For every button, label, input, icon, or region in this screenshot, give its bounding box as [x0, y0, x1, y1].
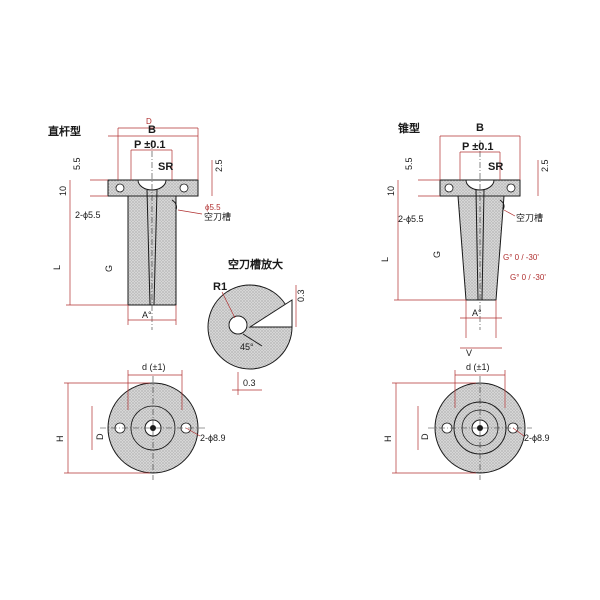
straight-P-label: P ±0.1: [134, 139, 166, 151]
straight-phi55-label: ϕ5.5: [205, 203, 221, 212]
detail-0-3-bottom: 0.3: [243, 378, 256, 388]
straight-A-label: A°: [142, 310, 152, 320]
straight-G-label: G: [104, 265, 114, 272]
tapered-A-label: A°: [472, 308, 482, 318]
tapered-bottom-A-label: d (±1): [466, 362, 489, 372]
tapered-Gtol2-label: G° 0 / -30': [510, 273, 546, 282]
tapered-title: 锥型: [398, 121, 420, 135]
straight-title: 直杆型: [48, 124, 81, 138]
tapered-H-label: H: [383, 436, 393, 443]
straight-bottom-hole-label: 2-ϕ8.9: [200, 433, 226, 443]
straight-bottom-D-label: D: [95, 433, 105, 440]
tapered-bottom-D-label: D: [420, 433, 430, 440]
tapered-G-label: G: [432, 251, 442, 258]
tapered-L-label: L: [380, 257, 390, 262]
tapered-P-label: P ±0.1: [462, 141, 494, 153]
straight-groove-label: 空刀槽: [204, 211, 231, 222]
tapered-hole-note: 2-ϕ5.5: [398, 214, 424, 224]
straight-B-label: B: [148, 124, 156, 136]
tapered-2-5-label: 2.5: [540, 159, 550, 172]
straight-2-5-label: 2.5: [214, 159, 224, 172]
straight-D-label: D: [146, 117, 152, 126]
detail-angle-label: 45°: [240, 342, 254, 352]
tapered-SR-label: SR: [488, 161, 503, 173]
tapered-Gtol-label: G° 0 / -30': [503, 253, 539, 262]
straight-bottom-A-label: d (±1): [142, 362, 165, 372]
tapered-groove-label: 空刀槽: [516, 212, 543, 223]
straight-bottom-view: d (±1) H D 2-ϕ8.9: [55, 362, 226, 480]
straight-H-label: H: [55, 436, 65, 443]
straight-front-view: 直杆型 D B P ±0.1 SR 5.5 10 L 2-ϕ: [48, 117, 231, 330]
detail-R1-label: R1: [213, 281, 227, 293]
tapered-body: [457, 195, 505, 301]
tapered-B-label: B: [476, 122, 484, 134]
straight-SR-label: SR: [158, 161, 173, 173]
tapered-V-label: V: [466, 348, 472, 358]
tapered-bottom-hole-label: 2-ϕ8.9: [524, 433, 550, 443]
detail-title: 空刀槽放大: [228, 257, 283, 271]
straight-hole-note: 2-ϕ5.5: [75, 210, 101, 220]
straight-L-label: L: [52, 265, 62, 270]
tapered-bottom-view: d (±1) H D 2-ϕ8.9: [383, 362, 550, 480]
tapered-10-label: 10: [386, 186, 396, 196]
tapered-front-view: 锥型 B P ±0.1 SR 5.5 10 L 2-ϕ5.5 G 2.5 空刀槽…: [380, 121, 550, 358]
detail-0-3-right: 0.3: [296, 289, 306, 302]
tapered-5-5-label: 5.5: [404, 157, 414, 170]
straight-10-label: 10: [58, 186, 68, 196]
straight-5-5-label: 5.5: [72, 157, 82, 170]
groove-detail: 空刀槽放大 R1 45° 0.3 0.3: [207, 257, 306, 395]
